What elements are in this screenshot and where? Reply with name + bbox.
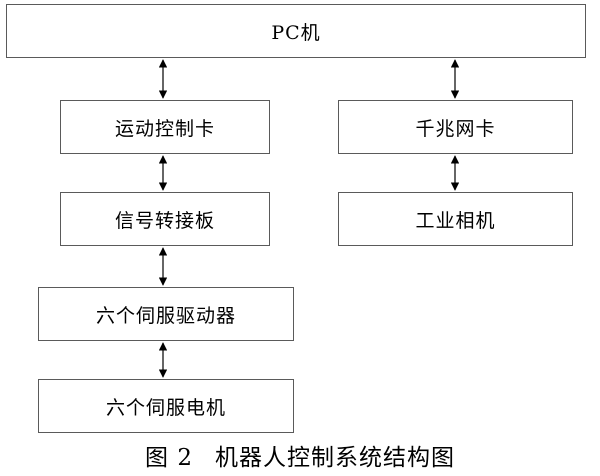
node-industrial-camera: 工业相机 <box>338 192 573 246</box>
node-pc-label: PC机 <box>271 21 321 44</box>
figure-caption: 图 2 机器人控制系统结构图 <box>0 438 600 472</box>
node-servo-drivers: 六个伺服驱动器 <box>38 287 294 341</box>
node-motion-control-card-label: 运动控制卡 <box>114 117 215 140</box>
node-pc: PC机 <box>6 4 586 58</box>
figure-number: 图 2 <box>145 445 193 471</box>
node-gigabit-nic-label: 千兆网卡 <box>415 117 496 140</box>
node-servo-motors: 六个伺服电机 <box>38 379 294 433</box>
node-gigabit-nic: 千兆网卡 <box>338 100 573 154</box>
node-signal-adapter-board: 信号转接板 <box>60 192 270 246</box>
node-industrial-camera-label: 工业相机 <box>415 209 496 232</box>
node-signal-adapter-board-label: 信号转接板 <box>114 209 215 232</box>
figure-title: 机器人控制系统结构图 <box>214 445 455 471</box>
node-servo-drivers-label: 六个伺服驱动器 <box>95 304 236 327</box>
node-servo-motors-label: 六个伺服电机 <box>105 396 226 419</box>
node-motion-control-card: 运动控制卡 <box>60 100 270 154</box>
